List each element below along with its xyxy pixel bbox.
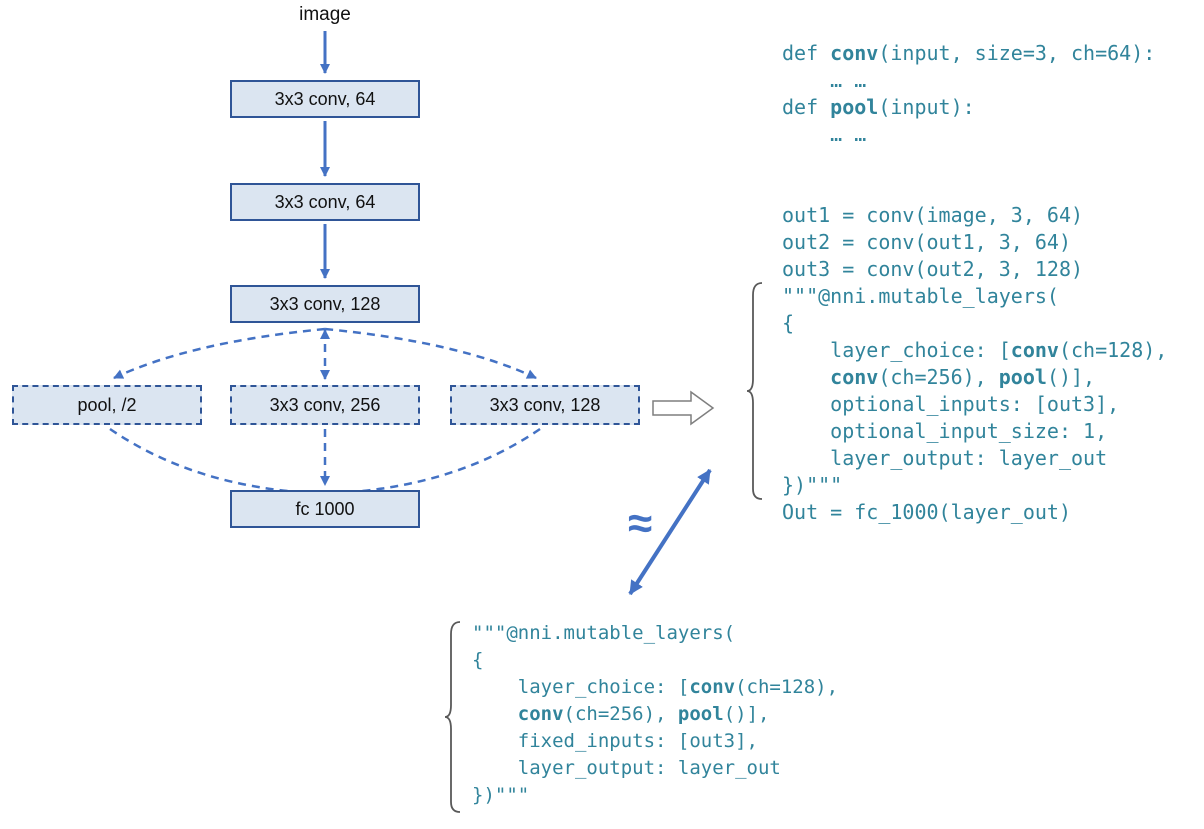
code-line: """@nni.mutable_layers( xyxy=(472,622,736,644)
choice-conv256-box: 3x3 conv, 256 xyxy=(230,385,420,425)
conv2-box: 3x3 conv, 64 xyxy=(230,183,420,221)
code-line: out3 = conv(out2, 3, 128) xyxy=(782,257,1084,281)
code-block-bottom: """@nni.mutable_layers( { layer_choice: [… xyxy=(472,620,838,809)
code-line: def conv(input, size=3, ch=64): xyxy=(782,41,1156,65)
code-line: out1 = conv(image, 3, 64) xyxy=(782,203,1084,227)
code-line: layer_output: layer_out xyxy=(782,446,1108,470)
code-line: Out = fc_1000(layer_out) xyxy=(782,500,1071,524)
code-line: conv(ch=256), pool()], xyxy=(517,703,770,725)
input-label: image xyxy=(299,4,351,25)
choice-conv128-box: 3x3 conv, 128 xyxy=(450,385,640,425)
dashed-arrow-conv3-to-conv128 xyxy=(324,327,537,380)
code-line: conv(ch=256), pool()], xyxy=(830,365,1096,389)
conv1-box: 3x3 conv, 64 xyxy=(230,80,420,118)
code-line: { xyxy=(782,311,795,335)
approx-symbol: ≈ xyxy=(628,499,653,548)
brace-bottom xyxy=(444,621,461,813)
dashed-curve-conv128-to-fc xyxy=(335,427,541,495)
code-line: layer_output: layer_out xyxy=(472,757,781,779)
code-line: out2 = conv(out1, 3, 64) xyxy=(782,230,1071,254)
code-line: optional_inputs: [out3], xyxy=(782,392,1120,416)
code-line: """@nni.mutable_layers( xyxy=(782,284,1059,308)
code-line: def pool(input): xyxy=(782,95,975,119)
conv3-box: 3x3 conv, 128 xyxy=(230,285,420,323)
code-line: })""" xyxy=(782,473,843,497)
code-line: … … xyxy=(782,68,867,92)
fc-box: fc 1000 xyxy=(230,490,420,528)
dashed-arrow-conv3-to-pool xyxy=(113,327,326,380)
choice-pool-box: pool, /2 xyxy=(12,385,202,425)
code-line: optional_input_size: 1, xyxy=(782,419,1108,443)
equivalence-double-arrow xyxy=(628,468,712,596)
code-block-right: def conv(input, size=3, ch=64): … … def p… xyxy=(782,40,1167,526)
code-line xyxy=(782,175,1167,202)
brace-right xyxy=(746,282,763,500)
code-line xyxy=(782,148,1167,175)
code-line: })""" xyxy=(472,784,530,806)
transform-arrow-icon xyxy=(652,390,715,426)
code-line: … … xyxy=(782,122,867,146)
dashed-curve-pool-to-fc xyxy=(109,427,315,495)
code-line: layer_choice: [conv(ch=128), xyxy=(472,676,839,698)
code-line: { xyxy=(472,649,484,671)
code-line: layer_choice: [conv(ch=128), xyxy=(782,338,1168,362)
code-line: fixed_inputs: [out3], xyxy=(472,730,758,752)
